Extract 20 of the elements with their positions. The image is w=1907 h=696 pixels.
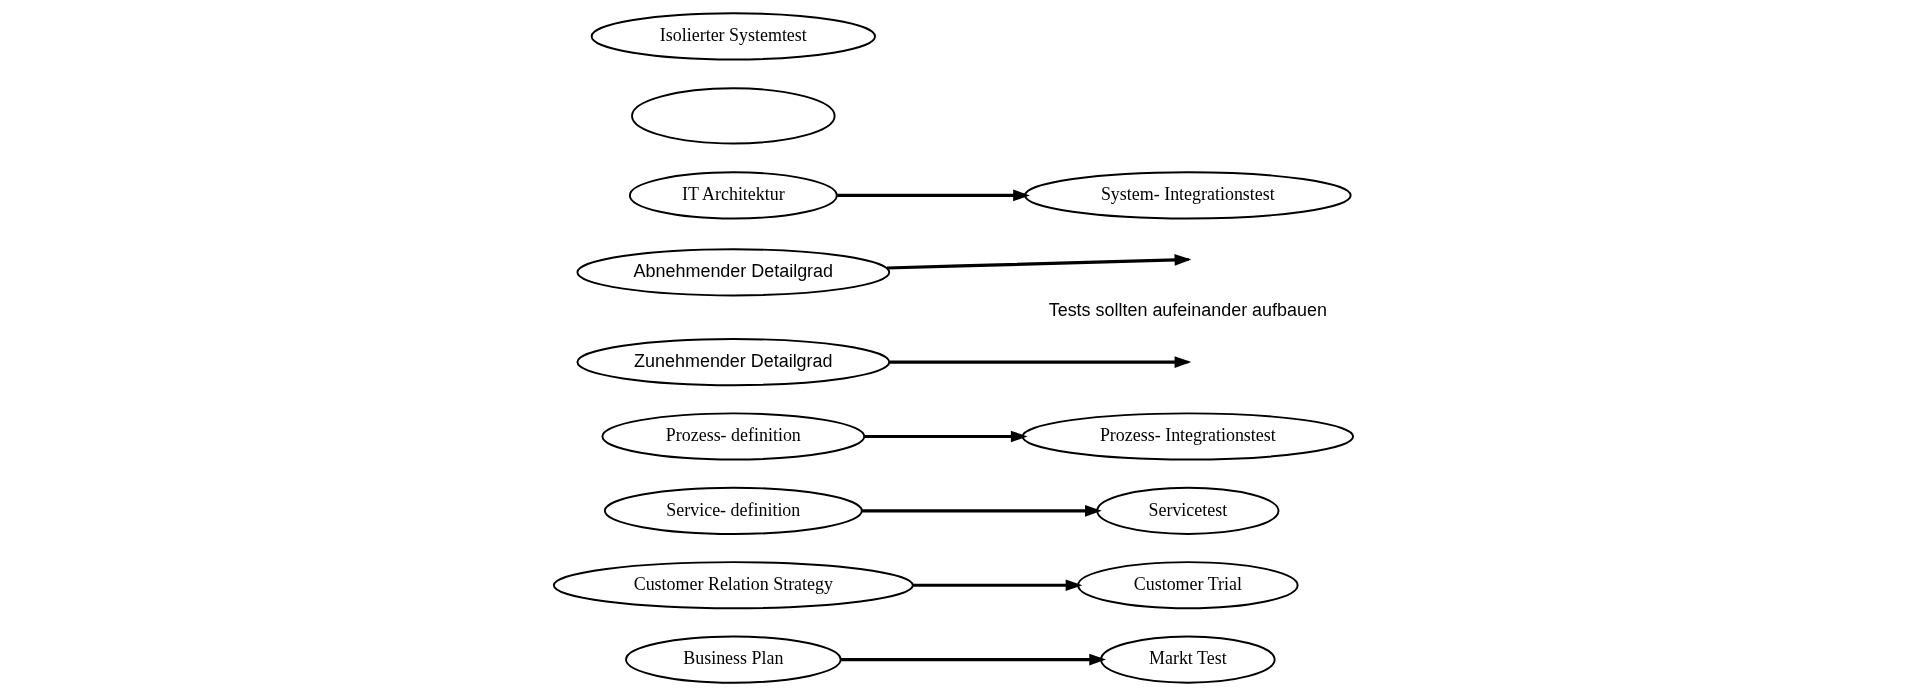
node-ellipse: IT Architektur [628, 171, 838, 220]
node-ellipse: Prozess- Integrationstest [1021, 412, 1355, 461]
arrow [841, 653, 1106, 666]
node-ellipse: Business Plan [625, 635, 842, 684]
node-ellipse: Customer Trial [1077, 561, 1299, 610]
arrow [837, 189, 1030, 202]
arrow [861, 505, 1102, 517]
arrow [912, 579, 1083, 592]
arrow [864, 430, 1028, 443]
node-ellipse: Servicetest [1096, 486, 1280, 535]
node-ellipse: Zunehmender Detailgrad [576, 338, 891, 387]
node-ellipse [631, 87, 836, 145]
node-ellipse: Prozess- definition [601, 412, 866, 461]
node-ellipse: Customer Relation Strategy [552, 561, 914, 610]
node-ellipse: Service- definition [603, 486, 863, 535]
node-ellipse: System- Integrationstest [1024, 171, 1352, 220]
node-ellipse: Abnehmender Detailgrad [576, 248, 891, 297]
label: Tests sollten aufeinander aufbauen [1048, 299, 1327, 320]
node-ellipse: Markt Test [1100, 635, 1276, 684]
node-ellipse: Isolierter Systemtest [590, 12, 876, 61]
